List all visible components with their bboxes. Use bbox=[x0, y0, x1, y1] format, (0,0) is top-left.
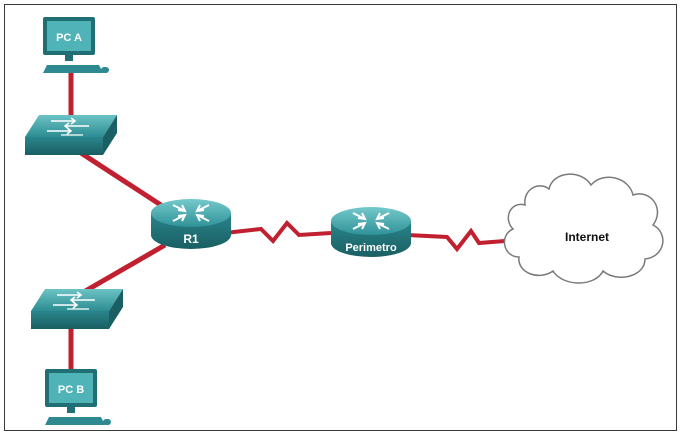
r1-top bbox=[151, 199, 231, 227]
perimetro-arrows-icon bbox=[352, 212, 390, 230]
pc-b-stand bbox=[67, 407, 75, 413]
pc-b-label: PC B bbox=[58, 384, 84, 396]
pc-b-keyboard bbox=[45, 417, 105, 425]
perimetro-top bbox=[331, 207, 411, 235]
pc-a-monitor-screen bbox=[47, 21, 91, 51]
pc-b-monitor-screen bbox=[49, 373, 93, 403]
switch-top-arrows-icon bbox=[47, 117, 89, 136]
switch-bottom-arrows-icon bbox=[53, 291, 95, 310]
pc-a-keyboard bbox=[43, 65, 103, 73]
r1-label: R1 bbox=[183, 232, 199, 246]
switch-bottom[interactable] bbox=[31, 289, 123, 329]
pc-a[interactable]: PC A bbox=[43, 17, 109, 73]
switch-top-front bbox=[25, 137, 103, 155]
link-perimetro-internet-serial bbox=[406, 227, 506, 253]
router-perimetro[interactable]: Perimetro bbox=[331, 207, 411, 257]
switch-top[interactable] bbox=[25, 115, 117, 155]
perimetro-label: Perimetro bbox=[345, 242, 397, 254]
link-r1-switch-bottom bbox=[73, 242, 167, 300]
internet-label: Internet bbox=[565, 230, 609, 244]
router-r1[interactable]: R1 bbox=[151, 199, 231, 249]
pc-a-label: PC A bbox=[56, 32, 82, 44]
internet-cloud[interactable]: Internet bbox=[503, 173, 664, 284]
link-switch-top-r1 bbox=[79, 150, 169, 212]
r1-arrows-icon bbox=[172, 204, 210, 222]
pc-a-mouse bbox=[101, 67, 109, 73]
switch-bottom-front bbox=[31, 311, 109, 329]
pc-b-mouse bbox=[103, 419, 111, 425]
link-r1-perimetro-serial bbox=[224, 219, 332, 245]
pc-b[interactable]: PC B bbox=[45, 369, 111, 425]
pc-a-stand bbox=[65, 55, 73, 61]
network-topology-diagram: PC A R1 bbox=[25, 17, 664, 425]
links bbox=[68, 67, 506, 377]
switch-top-side bbox=[103, 115, 117, 155]
diagram-frame: PC A R1 bbox=[4, 4, 677, 431]
cloud-icon bbox=[503, 173, 664, 284]
switch-bottom-side bbox=[109, 289, 123, 329]
